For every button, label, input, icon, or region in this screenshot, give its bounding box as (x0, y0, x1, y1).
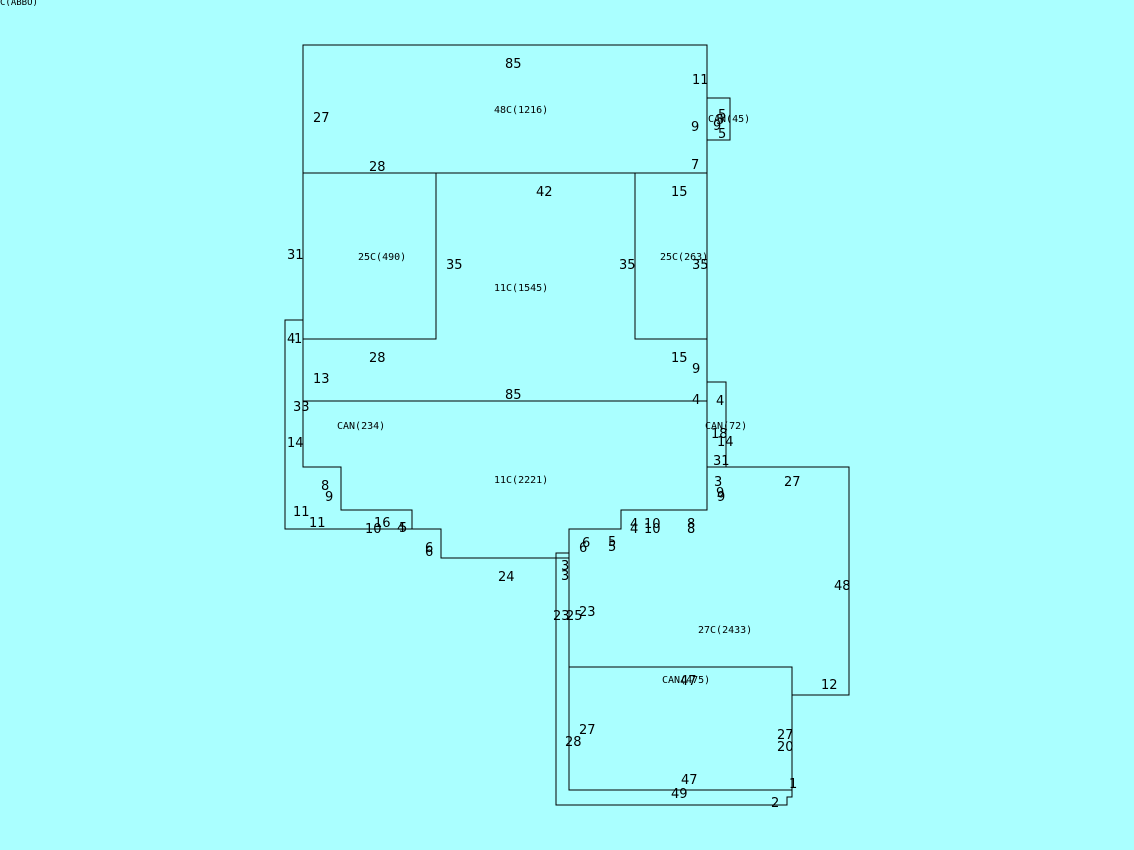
area-label: CAN(475) (662, 675, 710, 686)
dimension-label: 1 (789, 777, 797, 792)
dimension-label: 3 (561, 559, 569, 574)
dimension-label: 47 (681, 773, 698, 788)
dimension-label: 35 (446, 258, 463, 273)
area-label: 11C(1545) (494, 283, 548, 294)
dimension-label: 11 (293, 505, 310, 520)
dimension-label: 49 (671, 787, 688, 802)
dimension-label: 10 (644, 517, 661, 532)
dimension-label: 35 (692, 258, 709, 273)
outline-can-45 (706, 97, 731, 141)
area-label: CAN(45) (708, 114, 750, 125)
dimension-label: 85 (505, 388, 522, 403)
dimension-label: 4 (630, 522, 638, 537)
dimension-label: 15 (671, 185, 688, 200)
dimension-label: 8 (321, 479, 329, 494)
dimension-label: 28 (565, 735, 582, 750)
dimension-label: 27 (777, 728, 794, 743)
dimension-label: 5 (608, 535, 616, 550)
outline-25c-490 (302, 172, 437, 340)
dimension-label: 5 (716, 113, 724, 128)
dimension-label: 27 (579, 723, 596, 738)
dimension-label: 3 (714, 475, 722, 490)
area-label: 27C(2433) (698, 625, 752, 636)
dimension-label: 6 (582, 536, 590, 551)
area-label: CAN(72) (705, 421, 747, 432)
dimension-label: 31 (713, 454, 730, 469)
plan-outlines (284, 44, 850, 806)
dimension-label: 4 (397, 521, 405, 536)
dimension-label: 5 (399, 521, 407, 536)
dimension-label: 27 (784, 475, 801, 490)
area-label: CAN(234) (337, 421, 385, 432)
dimension-label: 6 (425, 541, 433, 556)
dimension-label: 31 (287, 248, 304, 263)
outline-can-234 (284, 319, 412, 530)
area-labels: 48C(1216) CAN(45) 25C(490) 11C(1545) 25C… (337, 105, 752, 686)
dimension-label: 16 (374, 516, 391, 531)
dimension-label: 85 (505, 57, 522, 72)
area-label: 25C(263) (660, 252, 708, 263)
dimension-label: 5 (608, 540, 616, 555)
dimension-label: 3 (561, 569, 569, 584)
dimension-label: 25 (566, 609, 583, 624)
dimension-label: 23 (553, 609, 570, 624)
dimension-label: 42 (536, 185, 553, 200)
area-label: 11C(2221) (494, 475, 548, 486)
dimension-label: 4 (692, 393, 700, 408)
dimension-label: 4 (716, 394, 724, 409)
dimension-label: 9 (692, 362, 700, 377)
dimension-label: 4 (287, 332, 295, 347)
dimension-label: 13 (313, 372, 330, 387)
dimension-label: 27 (313, 111, 330, 126)
area-label: 48C(1216) (494, 105, 548, 116)
dimension-label: 9 (716, 486, 724, 501)
dimension-label: 18 (711, 427, 728, 442)
dimension-label: 33 (293, 400, 310, 415)
dimension-label: 6 (579, 541, 587, 556)
dimension-label: 9 (691, 120, 699, 135)
dimension-label: 15 (671, 351, 688, 366)
dimension-label: 10 (365, 522, 382, 537)
dimension-label: 9 (713, 119, 721, 134)
dimension-label: 8 (687, 522, 695, 537)
dimension-label: 5 (718, 108, 726, 123)
dimension-label: 48 (834, 579, 851, 594)
dimension-label: 23 (579, 605, 596, 620)
dimension-label: 10 (644, 522, 661, 537)
outline-27c-left-step (555, 552, 793, 806)
dimension-label: 14 (717, 435, 734, 450)
dimension-label: 14 (287, 436, 304, 451)
dimension-label: 20 (777, 740, 794, 755)
dimension-label: 6 (425, 545, 433, 560)
dimension-label: 8 (687, 517, 695, 532)
dimension-label: 12 (821, 678, 838, 693)
dimension-label: 9 (325, 490, 333, 505)
dimension-label: 28 (369, 351, 386, 366)
corner-header-text: C(ABBO) (0, 0, 38, 8)
area-label: 25C(490) (358, 252, 406, 263)
dimension-label: 35 (619, 258, 636, 273)
dimension-label: 1 (294, 332, 302, 347)
dimension-label: 4 (630, 517, 638, 532)
outline-11c-2221 (302, 339, 708, 559)
dimension-label: 47 (680, 674, 697, 689)
dimension-labels: 85 11 27 9 7 5 5 9 5 28 42 15 31 35 35 3… (287, 57, 851, 811)
dimension-label: 28 (369, 160, 386, 175)
dimension-label: 24 (498, 570, 515, 585)
dimension-label: 11 (309, 516, 326, 531)
outline-can-475 (568, 529, 793, 791)
dimension-label: 9 (717, 490, 725, 505)
dimension-label: 7 (691, 158, 699, 173)
dimension-label: 5 (718, 127, 726, 142)
dimension-label: 2 (771, 796, 779, 811)
dimension-label: 11 (692, 73, 709, 88)
outline-27c-right (707, 466, 850, 696)
